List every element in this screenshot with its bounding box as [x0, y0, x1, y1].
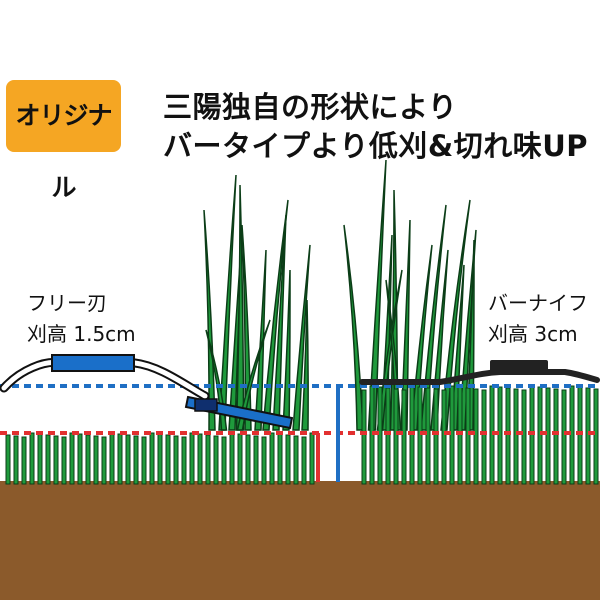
grass-stub	[237, 433, 243, 485]
grass-stub	[213, 435, 219, 485]
grass-stub	[157, 433, 163, 485]
grass-stub	[197, 433, 203, 485]
grass-stub	[53, 435, 59, 485]
tall-grass-blade	[218, 174, 237, 431]
tall-grass-blade	[241, 224, 252, 431]
grass-stub	[149, 432, 155, 485]
grass-stub	[29, 432, 35, 485]
grass-stub	[505, 387, 511, 485]
grass-stub	[433, 388, 439, 485]
free-blade-name: フリー刃	[27, 291, 107, 315]
grass-stub	[205, 434, 211, 485]
grass-stub	[221, 436, 227, 485]
grass-stub	[269, 432, 275, 485]
grass-stub	[253, 435, 259, 485]
tall-grass-blade	[235, 184, 245, 431]
grass-stub	[513, 388, 519, 485]
bar-knife-height: 刈高 3cm	[488, 322, 578, 346]
grass-stub	[5, 434, 11, 485]
grass-stub	[13, 435, 19, 485]
grass-stub	[361, 389, 367, 485]
grass-stub	[545, 387, 551, 485]
grass-stub	[69, 432, 75, 485]
grass-stub	[441, 389, 447, 485]
headline-line-1: 三陽独自の形状により	[163, 90, 458, 124]
grass-stub	[245, 434, 251, 485]
tall-grass-blade	[420, 204, 447, 431]
grass-stub	[285, 434, 291, 485]
original-badge: オリジナル	[6, 80, 121, 202]
tall-grass-blade	[343, 224, 364, 431]
grass-stub	[261, 436, 267, 485]
tall-grass-blade	[272, 214, 287, 431]
grass-stub	[117, 433, 123, 485]
grass-stub	[61, 436, 67, 485]
grass-stub	[189, 432, 195, 485]
bar-knife-name: バーナイフ	[488, 291, 588, 315]
grass-stub	[309, 432, 315, 485]
grass-stub	[401, 389, 407, 485]
bar-knife-block	[490, 360, 548, 375]
grass-stub	[593, 388, 599, 485]
grass-stub	[229, 432, 235, 485]
grass-stub	[473, 388, 479, 485]
tall-grass-blade	[236, 319, 271, 431]
cut-short-grass	[5, 385, 599, 485]
tall-grass-blade	[292, 244, 311, 431]
grass-stub	[537, 386, 543, 485]
grass-stub	[465, 387, 471, 485]
grass-stub	[301, 436, 307, 485]
original-badge-label: オリジナル	[15, 101, 112, 202]
grass-stub	[577, 386, 583, 485]
tall-grass-blade	[400, 219, 411, 431]
free-blade-hub	[194, 398, 218, 412]
grass-stub	[93, 435, 99, 485]
free-blade-top-block	[51, 354, 135, 372]
grass-stub	[385, 387, 391, 485]
grass-stub	[173, 435, 179, 485]
grass-stub	[553, 388, 559, 485]
grass-stub	[481, 389, 487, 485]
grass-stub	[77, 433, 83, 485]
grass-stub	[293, 435, 299, 485]
grass-stub	[561, 389, 567, 485]
free-blade-tool	[0, 354, 294, 430]
grass-stub	[393, 388, 399, 485]
grass-stub	[165, 434, 171, 485]
grass-stub	[21, 436, 27, 485]
grass-stub	[585, 387, 591, 485]
grass-stub	[457, 386, 463, 485]
grass-stub	[133, 435, 139, 485]
tall-grass-blade	[262, 199, 289, 431]
grass-stub	[181, 436, 187, 485]
grass-stub	[425, 387, 431, 485]
tall-grass-blade	[301, 299, 309, 431]
grass-stub	[277, 433, 283, 485]
bar-knife-tool	[359, 360, 600, 385]
grass-stub	[125, 434, 131, 485]
free-blade-height: 刈高 1.5cm	[27, 322, 136, 346]
tall-grass-blade	[367, 159, 387, 431]
grass-stub	[37, 433, 43, 485]
tall-grass-blade	[440, 199, 471, 431]
grass-stub	[497, 386, 503, 485]
tall-grass-blade	[466, 239, 475, 431]
tall-grass-blade	[203, 209, 216, 431]
grass-stub	[521, 389, 527, 485]
grass-stub	[85, 434, 91, 485]
soil-ground	[0, 481, 600, 600]
grass-stub	[141, 436, 147, 485]
grass-stub	[45, 434, 51, 485]
headline-line-2: バータイプより低刈&切れ味UP	[163, 129, 589, 163]
grass-stub	[417, 386, 423, 485]
grass-stub	[377, 386, 383, 485]
grass-stub	[109, 432, 115, 485]
tall-grass-blade	[282, 269, 291, 431]
grass-stub	[101, 436, 107, 485]
